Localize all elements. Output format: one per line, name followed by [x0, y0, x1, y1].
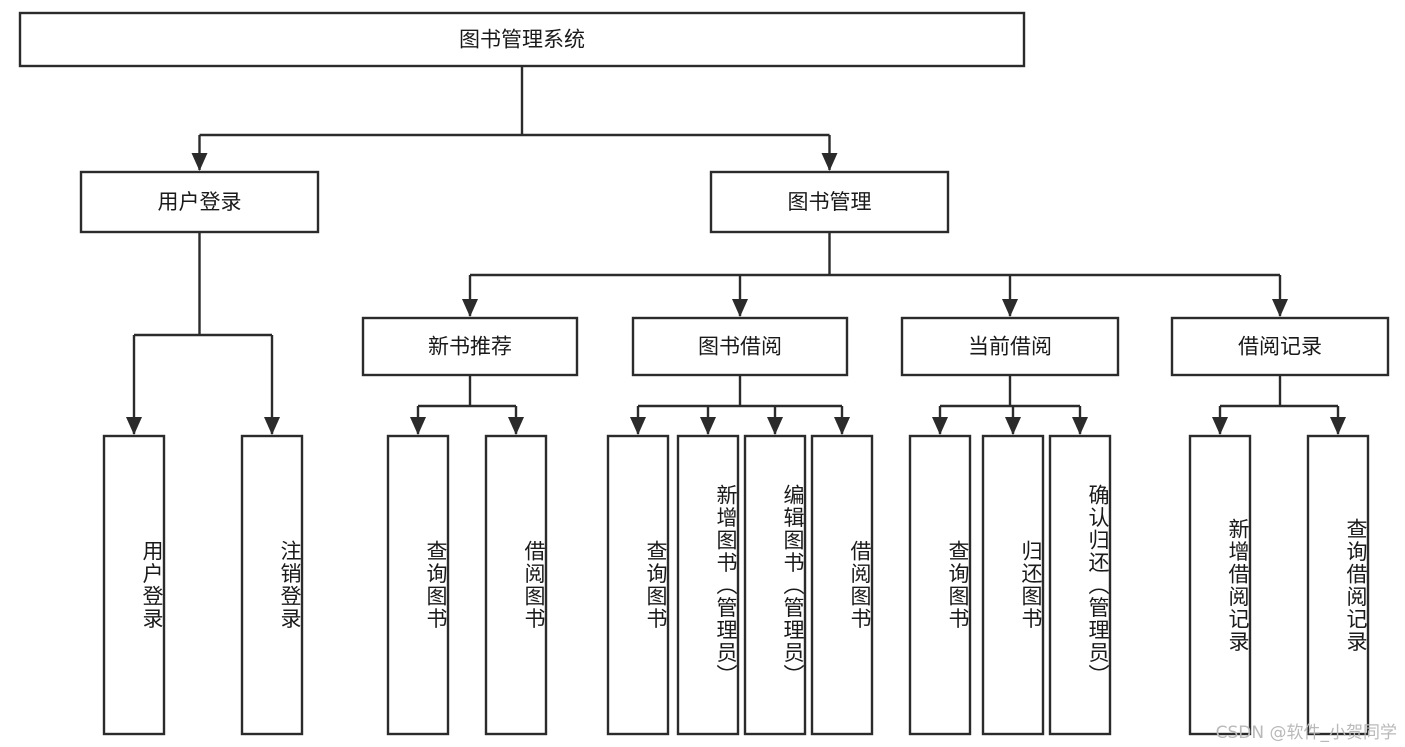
arrow-book-borrow-to-leaf-borrow-edit — [767, 417, 783, 435]
arrow-bookmanage-to-current-borrow — [1002, 299, 1018, 317]
arrow-root-to-book-manage — [821, 153, 838, 171]
node-leaf-rec-add[interactable] — [1188, 434, 1252, 736]
arrow-bookmanage-to-borrow-record — [1272, 299, 1288, 317]
node-label-current-borrow: 当前借阅 — [968, 335, 1052, 359]
node-label-user-login: 用户登录 — [158, 190, 242, 214]
node-borrow-record[interactable] — [1170, 316, 1390, 377]
node-leaf-borrow-edit[interactable] — [743, 434, 807, 736]
node-leaf-borrow-add[interactable] — [676, 434, 740, 736]
arrow-bookmanage-to-book-borrow — [732, 299, 748, 317]
arrow-bookmanage-to-new-book-rec — [462, 299, 478, 317]
node-user-login[interactable] — [79, 170, 320, 234]
arrow-new-book-rec-to-leaf-rec-query — [410, 417, 426, 435]
node-book-borrow[interactable] — [631, 316, 849, 377]
node-label-book-manage: 图书管理 — [788, 190, 872, 214]
node-leaf-borrow-do[interactable] — [810, 434, 874, 736]
arrow-book-borrow-to-leaf-borrow-query — [630, 417, 646, 435]
node-leaf-cur-query[interactable] — [908, 434, 972, 736]
arrow-user-login-to-leaf-user-login — [126, 417, 142, 435]
node-leaf-user-login[interactable] — [102, 434, 166, 736]
node-current-borrow[interactable] — [900, 316, 1120, 377]
node-label-new-book-rec: 新书推荐 — [428, 335, 512, 359]
node-label-book-borrow: 图书借阅 — [698, 335, 782, 359]
node-new-book-rec[interactable] — [361, 316, 579, 377]
arrow-borrow-record-to-leaf-rec-add — [1212, 417, 1228, 435]
csdn-watermark: CSDN @软件_小贺同学 — [1215, 723, 1397, 743]
node-leaf-user-logout[interactable] — [240, 434, 304, 736]
node-label-root: 图书管理系统 — [459, 28, 585, 52]
arrow-user-login-to-leaf-user-logout — [264, 417, 280, 435]
arrow-current-borrow-to-leaf-cur-query — [932, 417, 948, 435]
arrow-root-to-user-login — [191, 153, 208, 171]
node-root[interactable] — [18, 11, 1026, 68]
node-leaf-cur-confirm[interactable] — [1048, 434, 1112, 736]
node-leaf-cur-return[interactable] — [981, 434, 1045, 736]
arrow-borrow-record-to-leaf-rec-search — [1330, 417, 1346, 435]
arrow-book-borrow-to-leaf-borrow-add — [700, 417, 716, 435]
node-leaf-rec-search[interactable] — [1306, 434, 1370, 736]
arrow-current-borrow-to-leaf-cur-return — [1005, 417, 1021, 435]
edges-layer — [126, 66, 1346, 435]
arrow-book-borrow-to-leaf-borrow-do — [834, 417, 850, 435]
node-leaf-rec-borrow[interactable] — [484, 434, 548, 736]
node-leaf-borrow-query[interactable] — [606, 434, 670, 736]
node-book-manage[interactable] — [709, 170, 950, 234]
node-leaf-rec-query[interactable] — [386, 434, 450, 736]
node-label-borrow-record: 借阅记录 — [1238, 335, 1322, 359]
boxes-layer — [18, 11, 1390, 736]
arrow-new-book-rec-to-leaf-rec-borrow — [508, 417, 524, 435]
arrow-current-borrow-to-leaf-cur-confirm — [1072, 417, 1088, 435]
